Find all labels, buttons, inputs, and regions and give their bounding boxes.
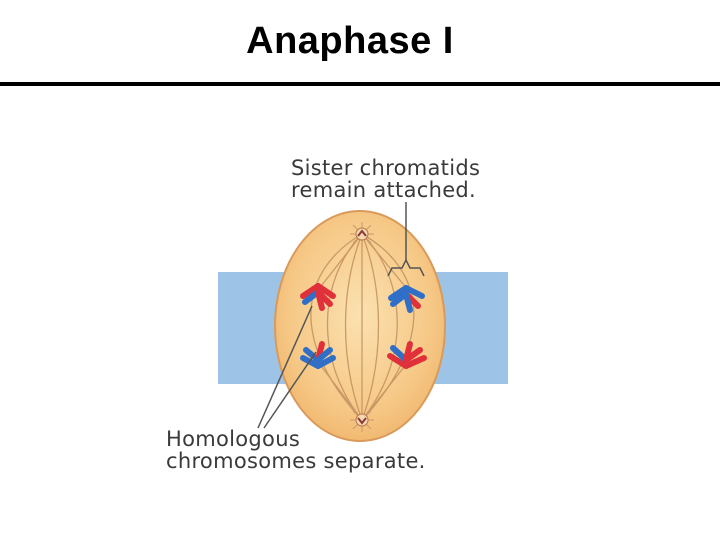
centrosome-bottom — [350, 408, 374, 432]
chromosome-upper-left — [300, 283, 336, 311]
sister-chromatids-pointer — [387, 202, 425, 277]
homologous-pointer — [257, 305, 317, 429]
chromosome-upper-right — [388, 285, 425, 313]
sister-chromatids-label-line2: remain attached. — [291, 178, 477, 202]
centrosome-top — [350, 222, 374, 246]
cell-body — [274, 210, 446, 442]
chromosome-lower-left — [300, 341, 336, 369]
homologous-label-line2: chromosomes separate. — [166, 449, 426, 473]
homologous-label: Homologous chromosomes separate. — [166, 428, 426, 472]
sister-chromatids-label: Sister chromatids remain attached. — [291, 157, 480, 201]
homologous-label-line1: Homologous — [166, 427, 301, 451]
sister-chromatids-label-line1: Sister chromatids — [291, 156, 481, 180]
spindle-fibers — [310, 233, 415, 421]
title-divider — [0, 82, 720, 86]
chromosome-lower-right — [387, 341, 427, 369]
slide-title: Anaphase I — [246, 20, 454, 62]
